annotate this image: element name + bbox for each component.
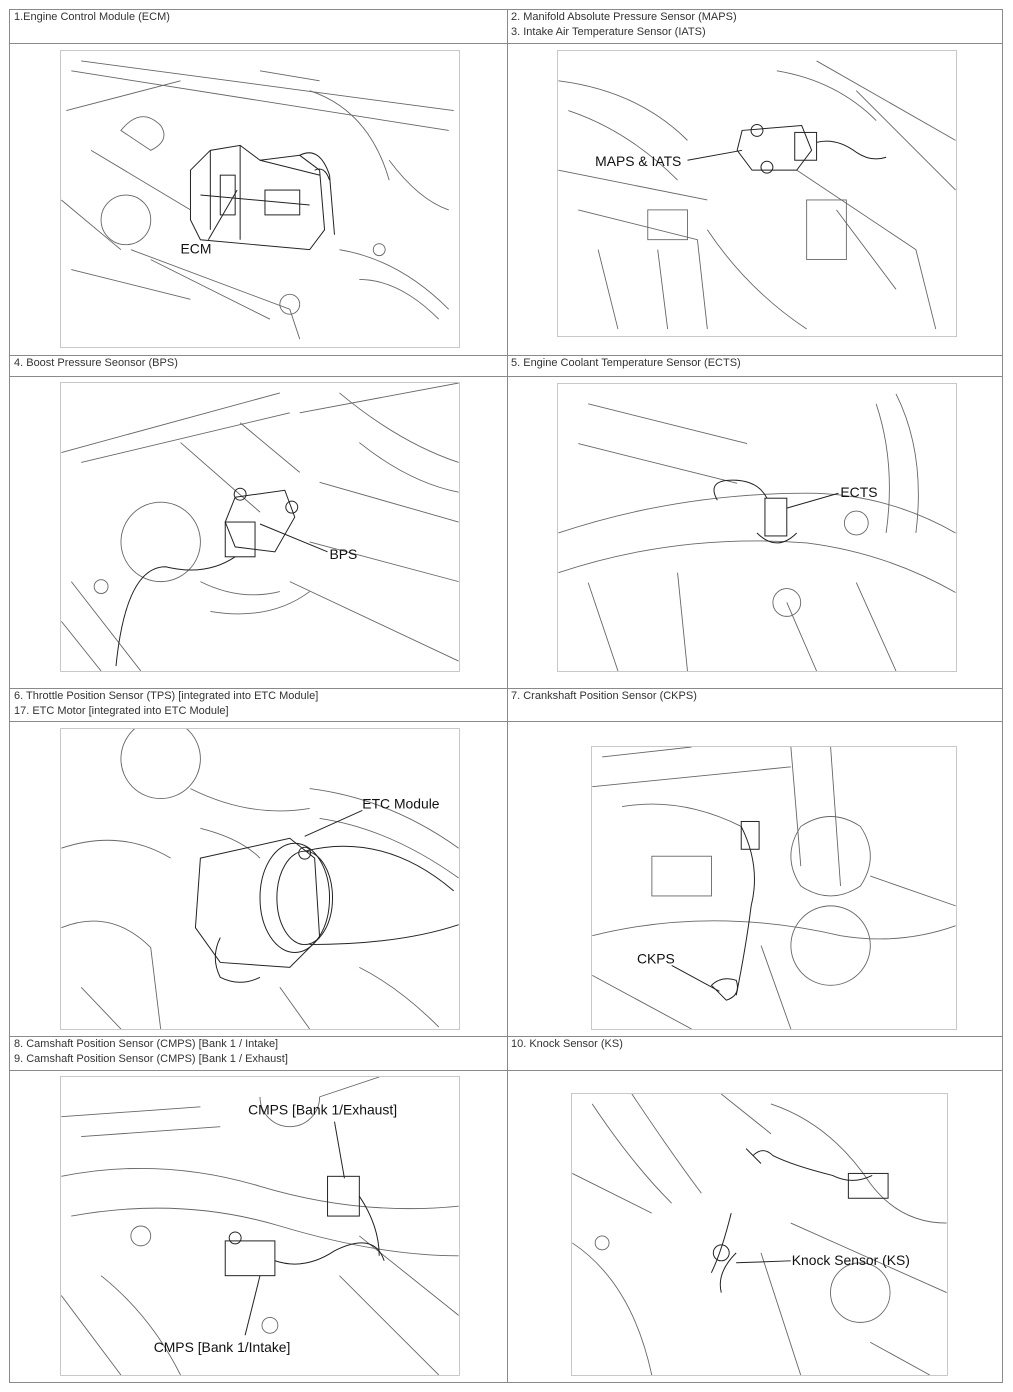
engine-bay-linework — [558, 393, 956, 671]
row-divider — [10, 376, 1002, 377]
component-location-table — [9, 9, 1003, 1383]
bps-leader-line — [259, 523, 328, 553]
maps-sensor — [736, 123, 887, 174]
caption-line: 1.Engine Control Module (ECM) — [14, 11, 170, 23]
caption-line: 5. Engine Coolant Temperature Sensor (EC… — [511, 357, 741, 369]
etc-module — [194, 837, 459, 983]
engine-bay-linework — [592, 747, 956, 1029]
caption-line: 8. Camshaft Position Sensor (CMPS) [Bank… — [14, 1038, 279, 1050]
ecm-leader-line — [207, 189, 238, 240]
caption-line: 10. Knock Sensor (KS) — [511, 1038, 623, 1050]
caption-line: 2. Manifold Absolute Pressure Sensor (MA… — [511, 11, 737, 23]
ks-label: Knock Sensor (KS) — [792, 1252, 910, 1268]
caption-ecm: 1.Engine Control Module (ECM) — [14, 10, 170, 25]
engine-bay-linework — [61, 729, 459, 1029]
maps-leader-line — [687, 149, 743, 161]
caption-cmps: 8. Camshaft Position Sensor (CMPS) [Bank… — [14, 1037, 288, 1067]
etc-leader-line — [304, 810, 363, 837]
ects-label: ECTS — [840, 484, 877, 500]
ckps-leader-line — [671, 965, 720, 992]
ects-leader-line — [786, 492, 839, 509]
caption-line: 17. ETC Motor [integrated into ETC Modul… — [14, 705, 229, 717]
caption-bps: 4. Boost Pressure Seonsor (BPS) — [14, 356, 178, 371]
ks-sensor — [710, 1148, 889, 1293]
row-divider — [10, 688, 1002, 689]
ckps-illustration: CKPS — [591, 746, 957, 1030]
etc-illustration: ETC Module — [60, 728, 460, 1030]
caption-line: 9. Camshaft Position Sensor (CMPS) [Bank… — [14, 1053, 288, 1065]
caption-ks: 10. Knock Sensor (KS) — [511, 1037, 623, 1052]
row-divider — [10, 721, 1002, 722]
bps-illustration: BPS — [60, 382, 460, 672]
row-divider — [10, 355, 1002, 356]
cmps-illustration: CMPS [Bank 1/Exhaust] CMPS [Bank 1/Intak… — [60, 1076, 460, 1376]
cmps-intake-sensor — [224, 1231, 385, 1277]
ects-illustration: ECTS — [557, 383, 957, 672]
caption-maps: 2. Manifold Absolute Pressure Sensor (MA… — [511, 10, 737, 40]
cmps-intake-leader-line — [244, 1275, 261, 1336]
etc-label: ETC Module — [362, 795, 439, 811]
bps-label: BPS — [330, 546, 358, 562]
caption-ects: 5. Engine Coolant Temperature Sensor (EC… — [511, 356, 741, 371]
caption-line: 4. Boost Pressure Seonsor (BPS) — [14, 357, 178, 369]
cmps-exhaust-leader-line — [334, 1121, 345, 1179]
engine-bay-linework — [558, 60, 956, 330]
cmps-intake-label: CMPS [Bank 1/Intake] — [154, 1339, 291, 1355]
engine-bay-linework — [61, 60, 454, 340]
caption-tps: 6. Throttle Position Sensor (TPS) [integ… — [14, 689, 318, 719]
ecm-label: ECM — [181, 241, 212, 257]
engine-bay-linework — [61, 383, 459, 671]
maps-illustration: MAPS & IATS — [557, 50, 957, 337]
row-divider — [10, 43, 1002, 44]
bps-sensor — [115, 487, 299, 667]
row-divider — [10, 1070, 1002, 1071]
ks-leader-line — [736, 1260, 791, 1264]
cmps-exhaust-label: CMPS [Bank 1/Exhaust] — [248, 1102, 397, 1118]
engine-bay-linework — [61, 1077, 459, 1375]
caption-ckps: 7. Crankshaft Position Sensor (CKPS) — [511, 689, 697, 704]
maps-label: MAPS & IATS — [595, 153, 681, 169]
engine-bay-linework — [572, 1094, 947, 1375]
ks-illustration: Knock Sensor (KS) — [571, 1093, 948, 1376]
column-divider — [507, 10, 508, 1382]
ecm-illustration: ECM — [60, 50, 460, 348]
ects-sensor — [713, 479, 798, 544]
row-divider — [10, 1036, 1002, 1037]
caption-line: 3. Intake Air Temperature Sensor (IATS) — [511, 26, 706, 38]
caption-line: 6. Throttle Position Sensor (TPS) [integ… — [14, 690, 319, 702]
ckps-label: CKPS — [637, 950, 675, 966]
caption-line: 7. Crankshaft Position Sensor (CKPS) — [511, 690, 697, 702]
ckps-sensor — [710, 820, 760, 1001]
ecm-unit — [189, 144, 335, 251]
